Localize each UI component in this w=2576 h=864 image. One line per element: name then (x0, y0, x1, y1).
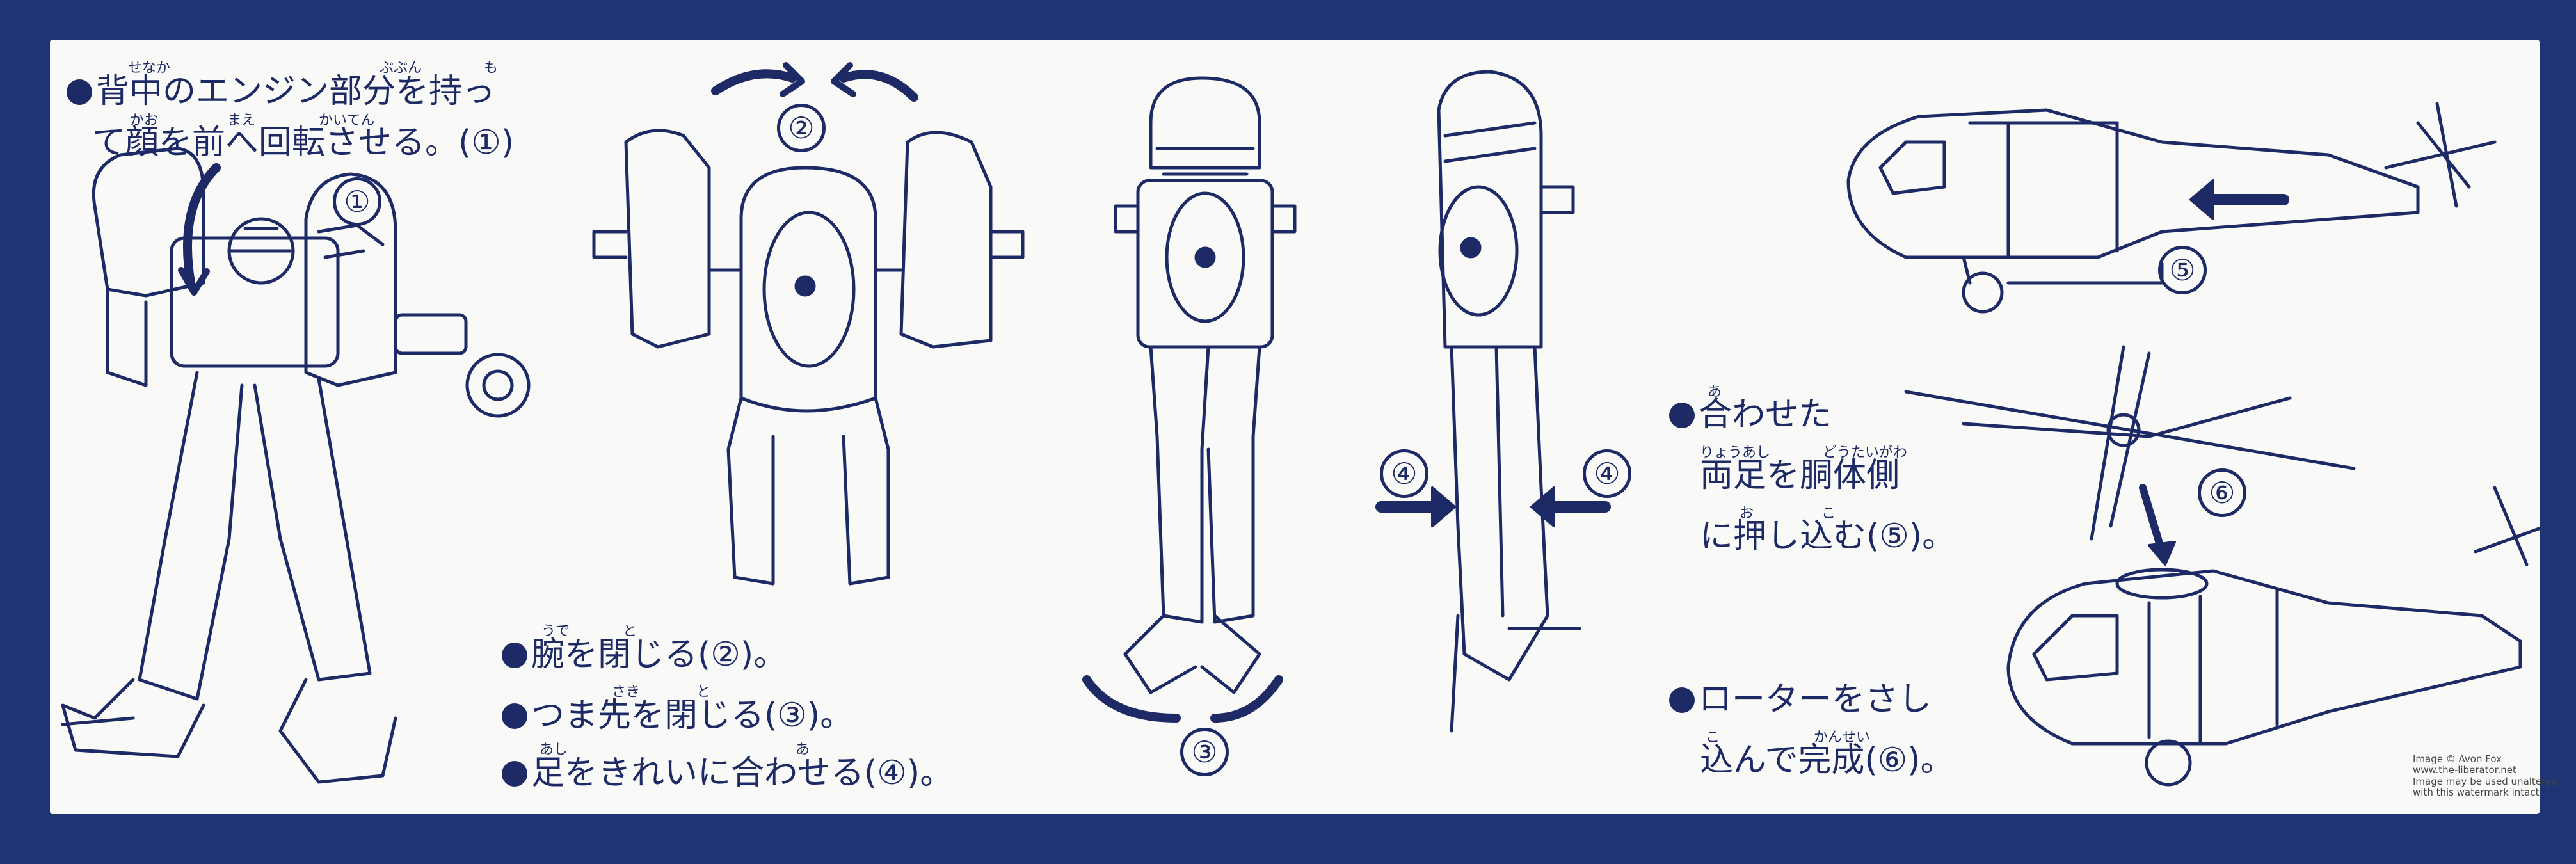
step-marker-6: ⑥ (2198, 468, 2246, 517)
furigana: さき (612, 684, 641, 700)
furigana: と (696, 684, 711, 700)
robot-figure-2 (592, 62, 1025, 586)
furigana: こ (1821, 506, 1836, 522)
instruction-step-1-line-2: て顔を前へ回転させる。(①) (92, 124, 515, 162)
step-marker-5: ⑤ (2158, 246, 2207, 294)
furigana: まえ (227, 113, 256, 129)
furigana: りょうあし (1700, 445, 1771, 461)
furigana: かお (130, 113, 159, 129)
instruction-step-5-line-2: 両足を胴体側 (1700, 456, 1900, 495)
instruction-sheet: 背中のエンジン部分を持っ て顔を前へ回転させる。(①) せなか ぶぶん も かお… (50, 40, 2557, 814)
furigana: どうたいがわ (1823, 445, 1908, 461)
instruction-step-6-line-2: 込んで完成(⑥)。 (1700, 741, 1954, 780)
furigana: あし (540, 742, 568, 758)
step-marker-4-right: ④ (1583, 449, 1631, 498)
furigana: こ (1706, 730, 1720, 746)
bullet-icon (1669, 403, 1695, 428)
furigana: あ (1708, 384, 1722, 400)
instruction-step-5-line-1: 合わせた (1669, 398, 1832, 431)
bullet-icon (502, 643, 527, 668)
furigana: かんせい (1814, 730, 1871, 746)
instruction-step-6-line-1: ローターをさし (1669, 683, 1932, 716)
bullet-icon (502, 761, 527, 787)
step-marker-3: ③ (1180, 728, 1229, 776)
furigana: ぶぶん (380, 60, 422, 76)
helicopter-figure-5 (1846, 102, 2497, 314)
furigana: お (1740, 506, 1754, 522)
robot-figure-1 (61, 147, 531, 784)
instruction-step-2: 腕を閉じる(②)。 (502, 638, 787, 671)
transformation-illustrations (61, 62, 2540, 787)
step-marker-1: ① (333, 177, 381, 226)
image-credit: Image © Avon Fox www.the-liberator.net I… (2413, 753, 2557, 798)
bullet-icon (1669, 687, 1695, 713)
furigana: と (623, 623, 637, 639)
furigana: かいてん (319, 113, 375, 129)
helicopter-figure-6 (1904, 345, 2540, 787)
robot-figure-3 (1082, 76, 1297, 723)
instruction-step-5-line-3: に押し込む(⑤)。 (1700, 517, 1956, 556)
furigana: せなか (128, 60, 171, 76)
step-marker-4-left: ④ (1380, 449, 1428, 498)
instruction-step-3: つま先を閉じる(③)。 (502, 699, 853, 732)
bullet-icon (67, 79, 92, 105)
robot-figure-4 (1375, 70, 1611, 733)
furigana: も (484, 60, 499, 76)
bullet-icon (502, 703, 527, 729)
furigana: あ (796, 742, 810, 758)
instruction-step-4: 足をきれいに合わせる(④)。 (502, 756, 953, 790)
step-marker-2: ② (777, 104, 826, 152)
furigana: うで (541, 623, 570, 639)
instruction-step-1-line-1: 背中のエンジン部分を持っ (67, 75, 495, 108)
